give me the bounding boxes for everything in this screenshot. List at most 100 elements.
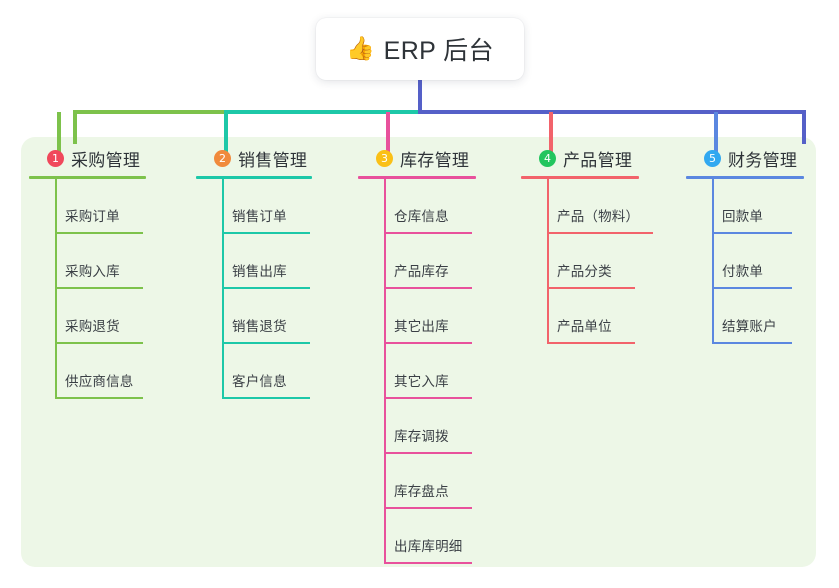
branch-item-label: 产品分类 bbox=[557, 264, 612, 279]
branch-item[interactable]: 销售订单 bbox=[196, 179, 344, 234]
branch-item-label: 销售订单 bbox=[232, 209, 287, 224]
branch-spine bbox=[712, 179, 714, 344]
branch-header-4[interactable]: 4 产品管理 bbox=[521, 145, 671, 171]
branch-item-label: 出库库明细 bbox=[394, 539, 463, 554]
branch-item-rule bbox=[55, 287, 143, 289]
branch-item-rule bbox=[384, 397, 472, 399]
branch-title: 销售管理 bbox=[238, 150, 308, 170]
diagram-panel bbox=[21, 137, 816, 567]
branch-item[interactable]: 其它入库 bbox=[358, 344, 508, 399]
branch-item[interactable]: 出库库明细 bbox=[358, 509, 508, 564]
branch-item-list: 产品（物料） 产品分类产品单位 bbox=[521, 179, 671, 344]
branch-item[interactable]: 产品单位 bbox=[521, 289, 671, 344]
branch-spine bbox=[547, 179, 549, 344]
branch-column-2[interactable]: 2 销售管理销售订单销售出库销售退货客户信息 bbox=[196, 145, 344, 399]
branch-item[interactable]: 产品库存 bbox=[358, 234, 508, 289]
branch-spine bbox=[55, 179, 57, 399]
branch-item-label: 结算账户 bbox=[722, 319, 777, 334]
bus-end-cap-left bbox=[73, 112, 77, 144]
branch-item-rule bbox=[55, 397, 143, 399]
branch-item[interactable]: 付款单 bbox=[686, 234, 826, 289]
branch-item-label: 其它出库 bbox=[394, 319, 449, 334]
branch-item-label: 销售出库 bbox=[232, 264, 287, 279]
branch-column-5[interactable]: 5 财务管理回款单付款单结算账户 bbox=[686, 145, 826, 344]
branch-item-rule bbox=[547, 287, 635, 289]
branch-item[interactable]: 结算账户 bbox=[686, 289, 826, 344]
branch-item-rule bbox=[547, 232, 653, 234]
branch-item-rule bbox=[384, 452, 472, 454]
branch-item-rule bbox=[547, 342, 635, 344]
branch-item-rule bbox=[712, 342, 792, 344]
branch-item[interactable]: 其它出库 bbox=[358, 289, 508, 344]
branch-item-label: 采购订单 bbox=[65, 209, 120, 224]
branch-item-rule bbox=[712, 287, 792, 289]
branch-underline bbox=[196, 176, 312, 179]
branch-index-badge: 2 bbox=[214, 149, 231, 167]
branch-item-rule bbox=[55, 232, 143, 234]
branch-title: 库存管理 bbox=[400, 150, 470, 170]
branch-item-list: 采购订单采购入库采购退货供应商信息 bbox=[29, 179, 179, 399]
branch-item-label: 产品库存 bbox=[394, 264, 449, 279]
bus-segment-green bbox=[73, 110, 228, 114]
bus-end-cap-right bbox=[802, 112, 806, 144]
branch-item[interactable]: 采购订单 bbox=[29, 179, 179, 234]
branch-item[interactable]: 回款单 bbox=[686, 179, 826, 234]
branch-item[interactable]: 供应商信息 bbox=[29, 344, 179, 399]
branch-item-label: 采购入库 bbox=[65, 264, 120, 279]
branch-item[interactable]: 采购退货 bbox=[29, 289, 179, 344]
branch-item[interactable]: 仓库信息 bbox=[358, 179, 508, 234]
thumbs-up-icon: 👍 bbox=[346, 35, 375, 62]
branch-item-label: 产品（物料） bbox=[557, 209, 640, 224]
branch-item[interactable]: 客户信息 bbox=[196, 344, 344, 399]
branch-column-4[interactable]: 4 产品管理产品（物料） 产品分类产品单位 bbox=[521, 145, 671, 344]
branch-header-1[interactable]: 1 采购管理 bbox=[29, 145, 179, 171]
branch-item-list: 仓库信息产品库存其它出库其它入库库存调拨库存盘点出库库明细 bbox=[358, 179, 508, 564]
branch-item-label: 客户信息 bbox=[232, 374, 287, 389]
branch-item-rule bbox=[384, 287, 472, 289]
branch-column-1[interactable]: 1 采购管理采购订单采购入库采购退货供应商信息 bbox=[29, 145, 179, 399]
branch-item[interactable]: 采购入库 bbox=[29, 234, 179, 289]
branch-index-badge: 5 bbox=[704, 149, 721, 167]
branch-item-label: 采购退货 bbox=[65, 319, 120, 334]
branch-title: 采购管理 bbox=[71, 150, 141, 170]
branch-item-rule bbox=[222, 397, 310, 399]
branch-item-rule bbox=[384, 232, 472, 234]
bus-segment-blue bbox=[418, 110, 806, 114]
branch-column-3[interactable]: 3 库存管理仓库信息产品库存其它出库其它入库库存调拨库存盘点出库库明细 bbox=[358, 145, 508, 564]
branch-item-rule bbox=[222, 232, 310, 234]
branch-item[interactable]: 产品（物料） bbox=[521, 179, 671, 234]
branch-item[interactable]: 产品分类 bbox=[521, 234, 671, 289]
branch-item-list: 回款单付款单结算账户 bbox=[686, 179, 826, 344]
branch-title: 财务管理 bbox=[728, 150, 798, 170]
branch-item[interactable]: 库存调拨 bbox=[358, 399, 508, 454]
root-stem-connector bbox=[418, 80, 422, 111]
branch-item-list: 销售订单销售出库销售退货客户信息 bbox=[196, 179, 344, 399]
branch-header-5[interactable]: 5 财务管理 bbox=[686, 145, 826, 171]
branch-header-2[interactable]: 2 销售管理 bbox=[196, 145, 344, 171]
drop-connector-4 bbox=[549, 112, 553, 154]
branch-item[interactable]: 销售出库 bbox=[196, 234, 344, 289]
branch-item-label: 库存盘点 bbox=[394, 484, 449, 499]
branch-item-rule bbox=[222, 287, 310, 289]
branch-index-badge: 4 bbox=[539, 149, 556, 167]
drop-connector-2 bbox=[224, 112, 228, 154]
drop-connector-3 bbox=[386, 112, 390, 154]
branch-header-3[interactable]: 3 库存管理 bbox=[358, 145, 508, 171]
branch-item[interactable]: 销售退货 bbox=[196, 289, 344, 344]
branch-item-label: 产品单位 bbox=[557, 319, 612, 334]
branch-item-label: 销售退货 bbox=[232, 319, 287, 334]
branch-item-rule bbox=[55, 342, 143, 344]
branch-index-badge: 3 bbox=[376, 149, 393, 167]
branch-index-badge: 1 bbox=[47, 149, 64, 167]
bus-segment-teal bbox=[224, 110, 422, 114]
drop-connector-5 bbox=[714, 112, 718, 154]
branch-item-label: 库存调拨 bbox=[394, 429, 449, 444]
branch-underline bbox=[29, 176, 146, 179]
branch-spine bbox=[222, 179, 224, 399]
root-node-erp-backend[interactable]: 👍 ERP 后台 bbox=[316, 18, 524, 80]
branch-item[interactable]: 库存盘点 bbox=[358, 454, 508, 509]
branch-item-label: 其它入库 bbox=[394, 374, 449, 389]
branch-underline bbox=[686, 176, 804, 179]
branch-title: 产品管理 bbox=[563, 150, 633, 170]
